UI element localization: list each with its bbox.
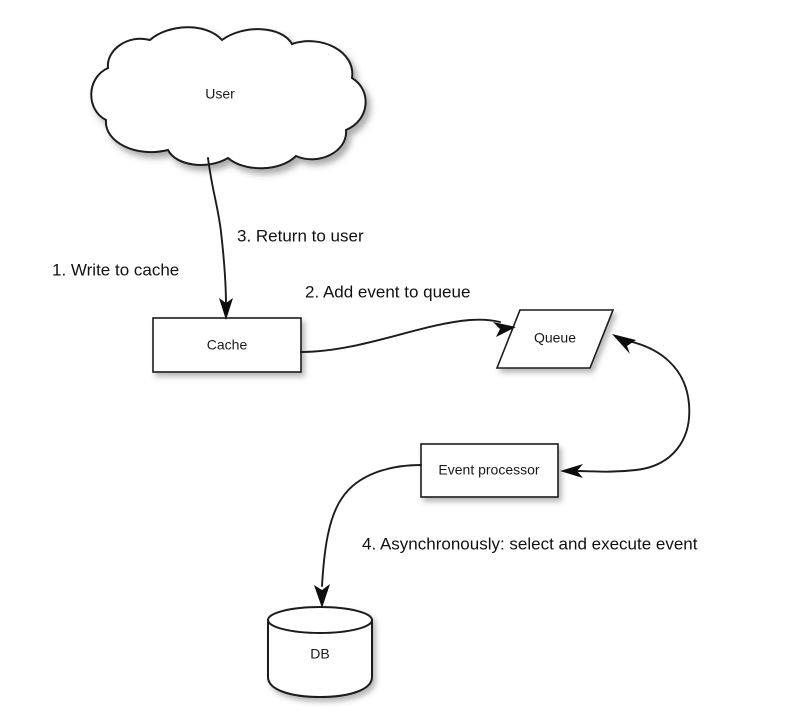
edge-user-to-cache-arrowhead	[219, 298, 233, 320]
step-label-3: 3. Return to user	[237, 226, 364, 245]
edge-queue-to-processor-line	[577, 340, 691, 473]
event-processor-box	[420, 443, 559, 498]
node-label-db: DB	[310, 646, 329, 662]
edge-processor-to-db-arrowhead	[314, 584, 330, 608]
edge-processor-to-db-line	[321, 464, 422, 587]
cloud-shape	[90, 26, 367, 170]
queue-shape	[495, 309, 615, 369]
node-label-cache: Cache	[207, 337, 248, 353]
node-queue[interactable]: Queue	[495, 309, 615, 369]
edge-processor-to-db	[314, 464, 422, 608]
db-cylinder-body	[267, 619, 373, 699]
edge-queue-to-processor-arrowhead-processor	[560, 464, 583, 478]
db-cylinder-top	[267, 606, 373, 634]
node-cache[interactable]: Cache	[152, 317, 302, 373]
node-user[interactable]: User	[90, 26, 367, 170]
step-label-4: 4. Asynchronously: select and execute ev…	[362, 534, 698, 553]
node-label-queue: Queue	[534, 330, 576, 346]
node-db[interactable]: DB	[267, 606, 373, 699]
edge-queue-to-processor	[560, 334, 691, 478]
edge-queue-to-processor-arrowhead-queue	[612, 334, 636, 354]
step-label-1: 1. Write to cache	[52, 260, 179, 279]
node-label-user: User	[205, 86, 235, 102]
edge-cache-to-queue-arrowhead	[493, 322, 516, 337]
edge-cache-to-queue	[300, 318, 516, 353]
edge-user-to-cache-line	[207, 157, 227, 307]
node-label-event-processor: Event processor	[438, 462, 539, 478]
step-label-2: 2. Add event to queue	[305, 282, 470, 301]
cache-box	[152, 317, 302, 373]
edge-cache-to-queue-line	[300, 318, 501, 353]
edge-user-to-cache	[207, 157, 233, 320]
node-event-processor[interactable]: Event processor	[420, 443, 559, 498]
